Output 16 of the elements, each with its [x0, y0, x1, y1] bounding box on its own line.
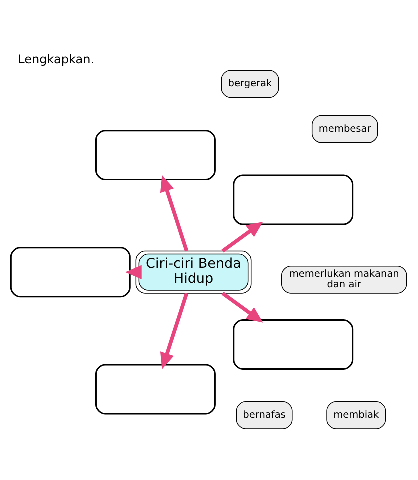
node-box: bergerak — [221, 70, 280, 98]
node-box — [233, 320, 354, 370]
node-box: membesar — [312, 115, 378, 144]
node-box — [10, 247, 131, 298]
arrow — [160, 175, 189, 252]
arrow — [222, 292, 264, 323]
node-box — [95, 130, 216, 180]
arrow — [160, 293, 189, 370]
diagram-title: Lengkapkan. — [18, 52, 95, 67]
node-box: memerlukan makanan dan air — [281, 266, 408, 294]
arrow — [125, 265, 142, 280]
node-box — [233, 174, 354, 226]
node-box: membiak — [326, 402, 386, 430]
arrow — [222, 222, 264, 253]
node-box: bernafas — [236, 402, 293, 430]
node-box — [95, 364, 216, 415]
